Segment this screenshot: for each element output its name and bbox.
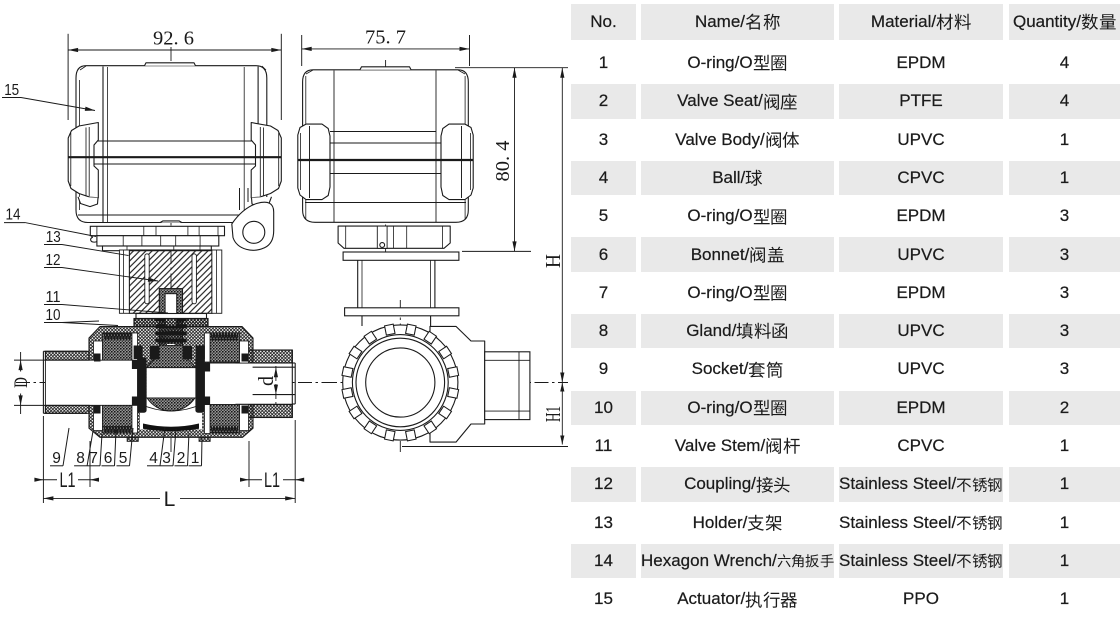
svg-text:11: 11: [46, 289, 61, 306]
svg-text:7: 7: [89, 450, 98, 467]
svg-text:92. 6: 92. 6: [153, 27, 194, 49]
svg-text:15: 15: [4, 82, 19, 99]
svg-text:L: L: [164, 488, 176, 511]
svg-text:80. 4: 80. 4: [492, 141, 514, 182]
svg-text:10: 10: [46, 307, 61, 324]
svg-text:H: H: [541, 254, 565, 268]
svg-text:8: 8: [76, 450, 85, 467]
svg-text:3: 3: [162, 450, 171, 467]
svg-text:6: 6: [104, 450, 113, 467]
svg-text:D: D: [11, 377, 32, 388]
svg-text:d: d: [254, 376, 278, 386]
svg-text:2: 2: [177, 450, 186, 467]
svg-text:L1: L1: [264, 469, 280, 492]
svg-text:14: 14: [6, 207, 21, 224]
svg-text:13: 13: [46, 229, 61, 246]
svg-text:12: 12: [46, 252, 61, 269]
svg-text:L1: L1: [60, 469, 76, 492]
svg-text:4: 4: [149, 450, 158, 467]
svg-text:5: 5: [119, 450, 128, 467]
svg-text:75. 7: 75. 7: [365, 27, 406, 49]
svg-text:H1: H1: [541, 406, 565, 422]
svg-text:1: 1: [191, 450, 200, 467]
svg-text:9: 9: [52, 450, 61, 467]
